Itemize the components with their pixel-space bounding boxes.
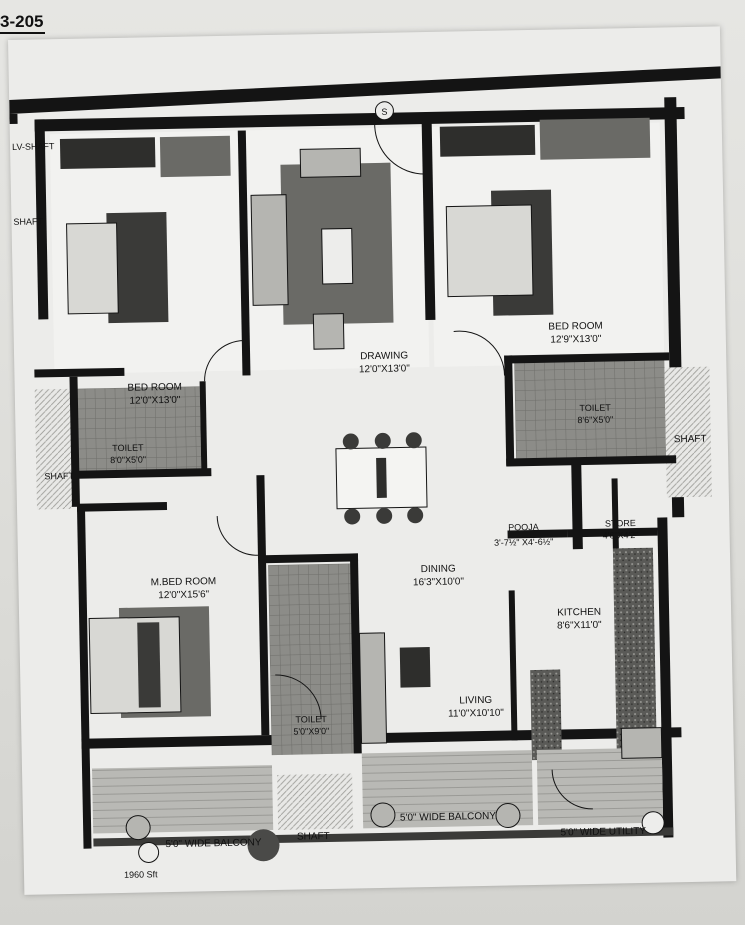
m-bed-room-dim: 12'0"X15'6" (158, 589, 210, 601)
door-swings (204, 124, 593, 810)
toilet-2-dim: 8'6"X5'0" (577, 414, 613, 425)
kitchen-dim: 8'6"X11'0" (557, 620, 602, 632)
living-dim: 11'0"X10'10" (448, 708, 504, 720)
balcony-1-label: 5'0" WIDE BALCONY (165, 837, 262, 850)
toilet-1-dim: 8'0"X5'0" (110, 454, 146, 465)
exterior-walls (9, 66, 721, 849)
lv-shaft-label: LV-SHAFT (12, 141, 55, 152)
toilet-3-dim: 5'0"X9'0" (293, 726, 329, 737)
floor-plan: S LV-SHAFT SHAFT BED ROOM 12'0"X13'0" DR… (9, 66, 721, 880)
kitchen-name: KITCHEN (557, 607, 601, 619)
drawing-reference: 3-205 (0, 12, 46, 34)
dining-dim: 16'3"X10'0" (413, 576, 465, 588)
furniture (59, 117, 665, 863)
pooja-name: POOJA (508, 522, 539, 533)
toilet-2-name: TOILET (579, 402, 611, 413)
living-name: LIVING (459, 695, 492, 707)
m-bed-room-name: M.BED ROOM (151, 576, 217, 588)
shaft-label-left-mid: SHAFT (44, 471, 74, 482)
bed-room-1-dim: 12'0"X13'0" (129, 395, 181, 407)
bed-room-1-name: BED ROOM (127, 382, 182, 394)
interior-walls (34, 119, 677, 754)
room-labels: LV-SHAFT SHAFT BED ROOM 12'0"X13'0" DRAW… (12, 141, 707, 880)
orientation-letter: S (381, 107, 387, 117)
shaft-label-right: SHAFT (674, 434, 707, 446)
plan-sheet: S LV-SHAFT SHAFT BED ROOM 12'0"X13'0" DR… (8, 26, 737, 895)
pooja-dim: 3'-7½" X4'-6½" (494, 537, 554, 548)
bed-room-2-name: BED ROOM (548, 321, 603, 333)
shaft-label-bottom: SHAFT (297, 831, 330, 843)
area-note: 1960 Sft (124, 869, 158, 880)
drawing-name: DRAWING (360, 350, 408, 362)
utility-label: 5'0" WIDE UTILITY (560, 826, 646, 839)
shaft-label-left-top: SHAFT (13, 216, 43, 227)
drawing-dim: 12'0"X13'0" (359, 363, 411, 375)
store-name: STORE (605, 518, 636, 529)
orientation-marker: S (374, 101, 394, 121)
dining-name: DINING (421, 563, 456, 575)
toilet-1-name: TOILET (112, 442, 144, 453)
toilet-3-name: TOILET (295, 714, 327, 725)
bed-room-2-dim: 12'9"X13'0" (550, 334, 602, 346)
balcony-2-label: 5'0" WIDE BALCONY (400, 811, 497, 824)
store-dim: 4'6"X4'2" (603, 530, 639, 541)
